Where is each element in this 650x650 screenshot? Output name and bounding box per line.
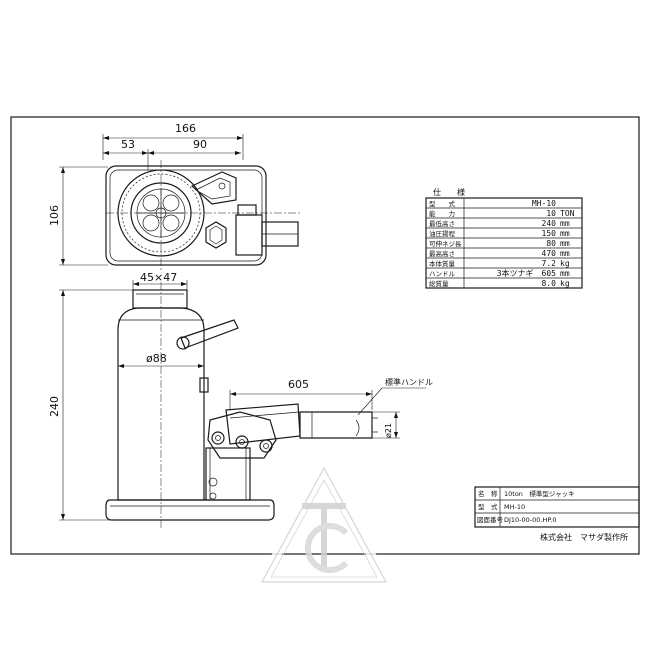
spec-row-unit: TON xyxy=(560,209,575,218)
spec-row-unit: mm xyxy=(560,249,570,258)
dim-width-right: 90 xyxy=(193,138,207,151)
spec-row-label: 可伸ネジ長 xyxy=(429,239,462,248)
spec-row-label: 本体質量 xyxy=(429,259,456,268)
title-model-value: MH-10 xyxy=(504,503,525,511)
title-name-value: 10ton 標準型ジャッキ xyxy=(504,489,575,498)
spec-row-label: 能 力 xyxy=(429,209,455,218)
dim-body-diameter: ø88 xyxy=(146,352,167,365)
spec-row-label: 最低高さ xyxy=(429,219,455,228)
spec-row-label: 型 式 xyxy=(429,199,456,208)
dim-width-total: 166 xyxy=(175,122,196,135)
top-view: 166 53 90 106 xyxy=(48,122,300,270)
spec-table-heading: 仕 様 xyxy=(433,187,465,197)
title-drawing-label: 図面番号 xyxy=(477,516,504,524)
spec-row-value: 8.0 xyxy=(542,279,557,288)
side-view: 240 45×47 ø88 xyxy=(48,271,433,528)
spec-row-value: 3本ツナギ 605 xyxy=(497,268,556,278)
title-block: 名 称 10ton 標準型ジャッキ 型 式 MH-10 図面番号 DJ10-00… xyxy=(474,486,640,542)
dim-height: 240 xyxy=(48,396,61,417)
spec-row-value: 470 xyxy=(542,249,557,258)
handle-label: 標準ハンドル xyxy=(385,377,433,387)
dim-depth: 106 xyxy=(48,205,61,226)
spec-row-value: 80 xyxy=(546,239,556,248)
spec-row-value: 10 xyxy=(546,209,556,218)
spec-row-label: 最高高さ xyxy=(429,249,455,258)
spec-row-unit: kg xyxy=(560,259,570,268)
dim-handle-length: 605 xyxy=(288,378,309,391)
spec-row-unit: mm xyxy=(560,219,570,228)
dim-saddle: 45×47 xyxy=(140,271,177,284)
dim-handle-diameter: ø21 xyxy=(384,423,393,438)
spec-row-unit: mm xyxy=(560,229,570,238)
title-company: 株式会社 マサダ製作所 xyxy=(540,532,628,542)
sheet-border xyxy=(10,116,640,555)
spec-row-label: ハンドル xyxy=(429,270,456,278)
title-drawing-value: DJ10-00-00.HP.0 xyxy=(504,516,557,524)
title-name-label: 名 称 xyxy=(478,489,498,498)
watermark-logo xyxy=(254,458,394,587)
spec-row-value: 7.2 xyxy=(542,259,557,268)
spec-row-value: MH-10 xyxy=(532,199,556,208)
spec-row-label: 油圧揚程 xyxy=(429,229,456,238)
spec-row-value: 150 xyxy=(542,229,557,238)
spec-row-unit: kg xyxy=(560,279,570,288)
spec-row-unit: mm xyxy=(560,269,570,278)
dim-width-left: 53 xyxy=(121,138,135,151)
title-model-label: 型 式 xyxy=(478,502,498,511)
spec-row-unit: mm xyxy=(560,239,570,248)
spec-row-value: 240 xyxy=(542,219,557,228)
spec-row-label: 総質量 xyxy=(429,279,449,288)
